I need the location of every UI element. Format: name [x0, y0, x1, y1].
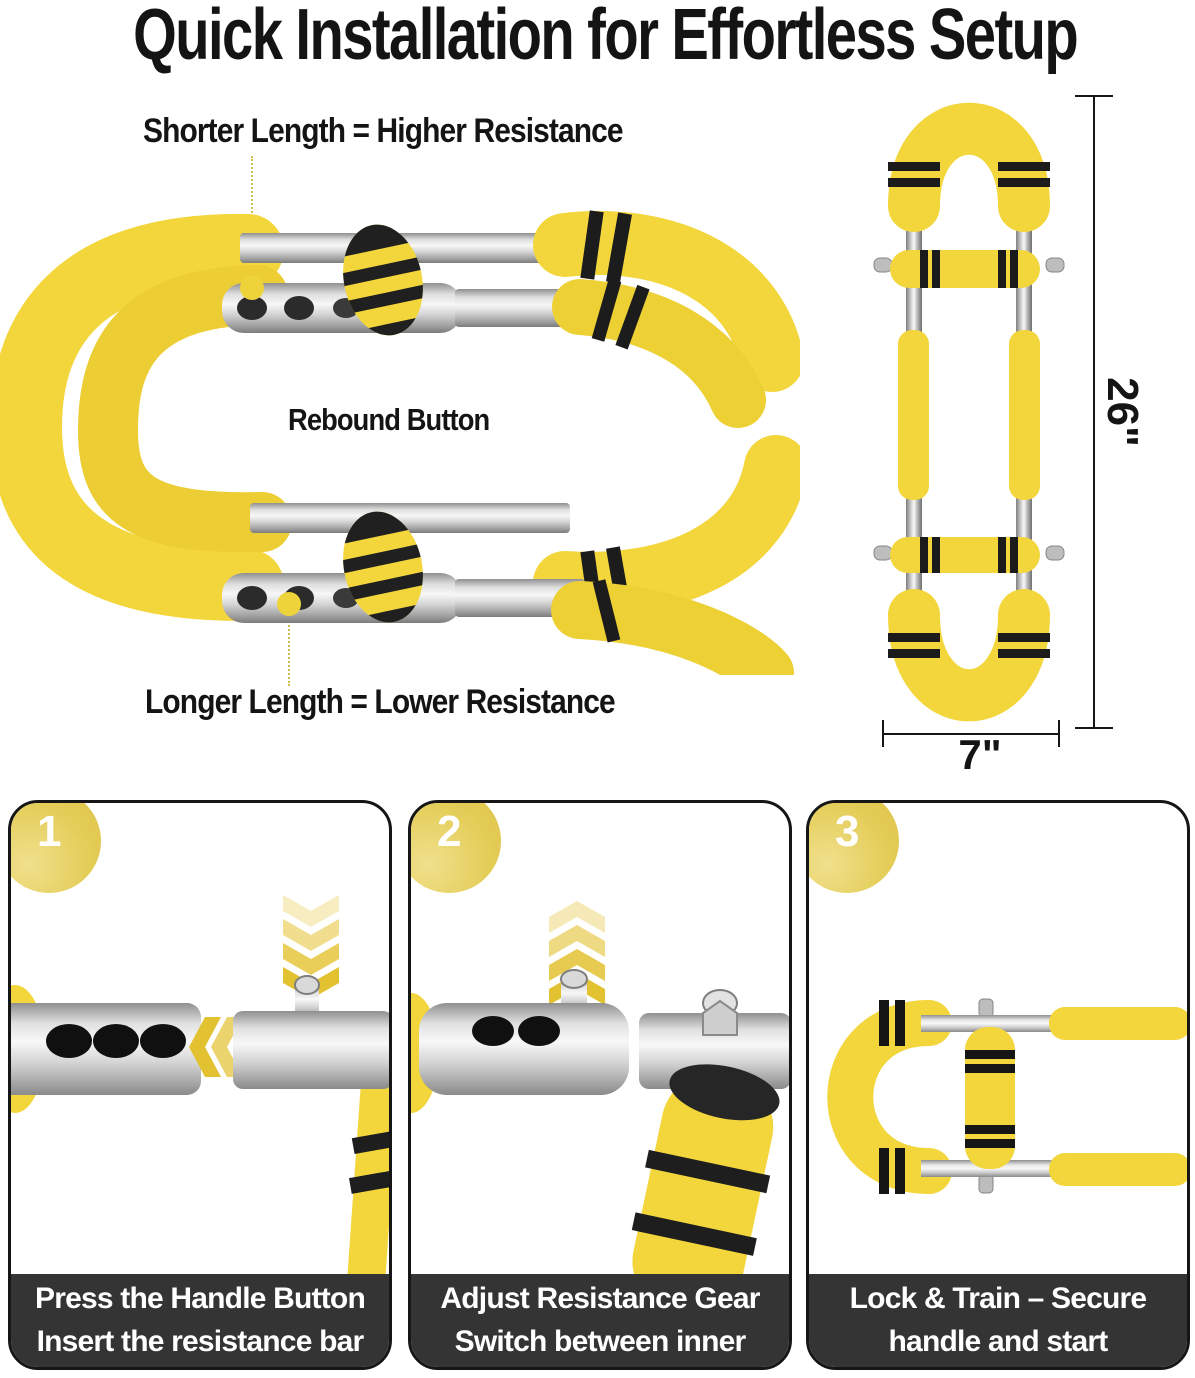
- adjust-hole: [237, 586, 267, 610]
- handle-stripe: [879, 1148, 889, 1194]
- step-number: 2: [437, 807, 462, 856]
- handle-stripe: [998, 162, 1050, 171]
- handle-stripe: [888, 162, 940, 171]
- step-1-illustration: [11, 895, 389, 1277]
- step-panel-1: 1 Press the Handle Button Insert the res…: [8, 800, 392, 1370]
- adjust-hole: [93, 1024, 139, 1058]
- handle-stripe: [895, 1000, 905, 1046]
- inner-bar: [233, 1011, 389, 1089]
- adjust-hole: [284, 296, 314, 320]
- product-top-view-art: [873, 102, 1065, 722]
- top-u-handle: [888, 102, 1050, 232]
- bottom-lower-grip: [551, 581, 794, 702]
- handle-stripe: [998, 649, 1050, 658]
- step-2-caption: Adjust Resistance Gear Switch between in…: [411, 1274, 789, 1367]
- side-pin: [873, 257, 893, 273]
- handle-stripe: [895, 1148, 905, 1194]
- right-grip-bottom: [1049, 1153, 1187, 1186]
- left-foam-sleeve: [898, 330, 929, 500]
- inner-c-handle: [77, 265, 292, 553]
- handle-stripe: [888, 633, 940, 642]
- crossbar-stripe: [1010, 537, 1018, 573]
- step-panel-2: 2 Adjust Resistance Gear Switch between …: [408, 800, 792, 1370]
- step-2-illustration: [411, 901, 789, 1277]
- page-title: Quick Installation for Effortless Setup: [0, 0, 1195, 76]
- handle-fragment-right: [333, 1053, 389, 1277]
- top-right-handle: [533, 211, 804, 392]
- crossbar-stripe: [1010, 250, 1018, 288]
- adjust-hole: [140, 1024, 186, 1058]
- roller-stripe: [965, 1050, 1015, 1059]
- right-grip-top: [1049, 1007, 1187, 1040]
- bottom-inner-bar: [250, 503, 570, 533]
- crossbar-stripe: [998, 537, 1006, 573]
- adjust-hole: [237, 296, 267, 320]
- width-dimension-line: [883, 733, 1059, 735]
- rebound-button-knob-top: [333, 217, 433, 343]
- step-3-illustration: [827, 998, 1187, 1194]
- spring-pin-dome: [560, 969, 588, 989]
- top-bar-extension: [455, 289, 585, 327]
- highlight-dot-shorter: [240, 276, 264, 300]
- side-pin: [1045, 257, 1065, 273]
- annotation-longer-length: Longer Length = Lower Resistance: [145, 683, 616, 721]
- width-dimension-tick-left: [882, 720, 884, 747]
- height-dimension-tick-bottom: [1075, 727, 1113, 729]
- spring-pin-dome: [294, 975, 320, 995]
- handle-stripe: [888, 649, 940, 658]
- right-foam-sleeve: [1009, 330, 1040, 500]
- handle-stripe: [879, 1000, 889, 1046]
- side-pin: [873, 545, 893, 561]
- width-dimension-label: 7": [958, 731, 1002, 778]
- lock-nut-hex: [702, 999, 738, 1036]
- crossbar-stripe: [932, 250, 940, 288]
- handle-stripe: [998, 633, 1050, 642]
- roller-stripe: [965, 1064, 1015, 1073]
- height-dimension-tick-top: [1075, 95, 1113, 97]
- side-pin: [978, 998, 994, 1018]
- step-panel-3: 3 Lock & Train – Secure handle and start: [806, 800, 1190, 1370]
- product-side-view: [0, 195, 808, 702]
- grip-stripe: [580, 210, 604, 280]
- grip-stripe: [591, 278, 622, 342]
- step-number: 3: [835, 807, 860, 856]
- step-1-caption: Press the Handle Button Insert the resis…: [11, 1274, 389, 1367]
- inner-bar: [639, 1013, 789, 1089]
- grip-stripe: [592, 579, 621, 643]
- roller-stripe: [965, 1139, 1015, 1148]
- outer-c-handle: [0, 213, 284, 622]
- handle-stripe: [998, 178, 1050, 187]
- grip-stripe: [606, 212, 632, 284]
- step-3-caption: Lock & Train – Secure handle and start: [809, 1274, 1187, 1367]
- product-top-view: [850, 88, 1100, 738]
- top-bar: [921, 1015, 1057, 1032]
- bottom-right-handle: [533, 435, 808, 616]
- grip-stripe: [615, 284, 650, 350]
- side-pin: [1045, 545, 1065, 561]
- product-side-view-art: [0, 210, 808, 702]
- height-dimension-label: 26": [1098, 377, 1147, 447]
- crossbar-stripe: [920, 250, 928, 288]
- width-dimension-tick-right: [1058, 720, 1060, 747]
- sleeve-tube: [419, 1003, 629, 1095]
- height-dimension-line: [1093, 96, 1095, 728]
- grip-handle-diagonal: [631, 1064, 780, 1277]
- annotation-rebound-button: Rebound Button: [288, 402, 490, 437]
- side-pin: [978, 1174, 994, 1194]
- highlight-dot-longer: [277, 592, 301, 616]
- page-title-text: Quick Installation for Effortless Setup: [133, 0, 1079, 75]
- crossbar-stripe: [920, 537, 928, 573]
- pointer-line-longer: [288, 614, 290, 686]
- annotation-shorter-length: Shorter Length = Higher Resistance: [143, 112, 624, 150]
- adjust-hole: [518, 1016, 560, 1046]
- crossbar-stripe: [932, 537, 940, 573]
- u-handle: [827, 1000, 952, 1194]
- roller-stripe: [965, 1125, 1015, 1134]
- crossbar-stripe: [998, 250, 1006, 288]
- step-number: 1: [37, 807, 62, 856]
- adjust-hole: [46, 1024, 92, 1058]
- handle-stripe: [888, 178, 940, 187]
- adjust-hole: [472, 1016, 514, 1046]
